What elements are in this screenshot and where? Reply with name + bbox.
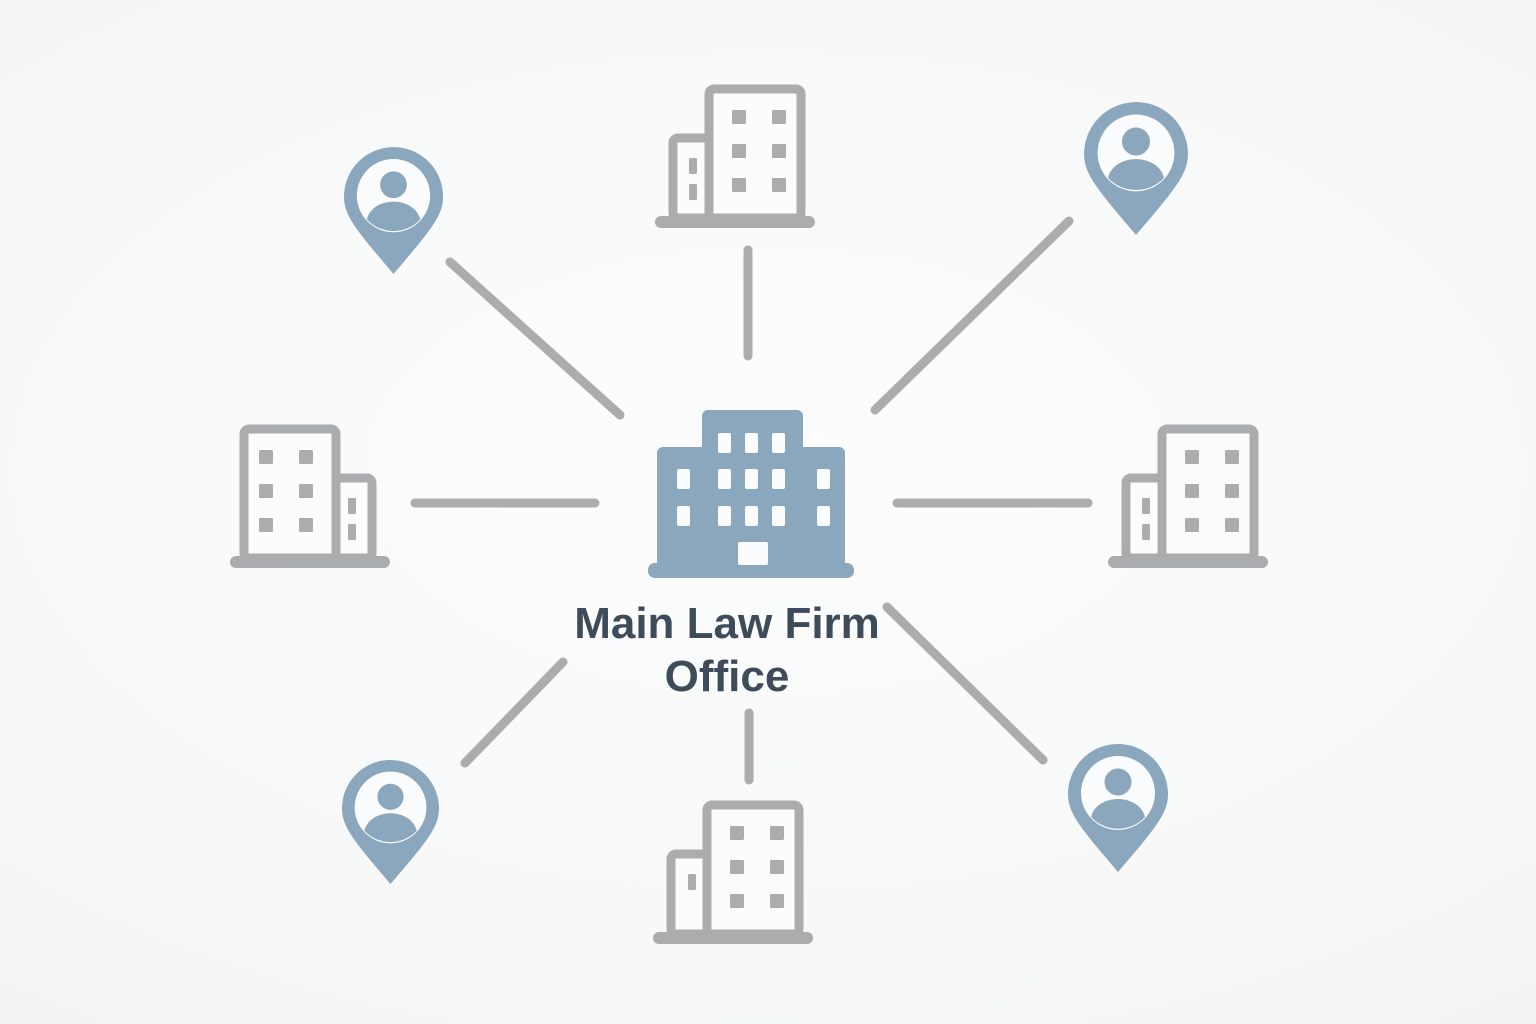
connector-top-right xyxy=(870,216,1074,415)
node-main-law-firm-office xyxy=(648,410,854,578)
node-branch-building-top xyxy=(652,82,818,232)
person-location-pin-icon xyxy=(1066,742,1170,874)
person-location-pin-icon xyxy=(342,145,445,276)
branch-building-icon xyxy=(650,798,816,948)
main-office-building-icon xyxy=(648,410,854,578)
center-label: Main Law Firm Office xyxy=(497,597,957,703)
connector-top-left xyxy=(445,257,625,420)
center-label-line2: Office xyxy=(664,652,790,701)
branch-building-icon xyxy=(652,82,818,232)
node-branch-building-left xyxy=(227,422,393,572)
node-person-pin-bottom-right xyxy=(1066,742,1170,874)
branch-building-icon xyxy=(1105,422,1271,572)
node-branch-building-right xyxy=(1105,422,1271,572)
person-location-pin-icon xyxy=(340,758,441,886)
person-location-pin-icon xyxy=(1082,100,1190,237)
branch-building-icon xyxy=(227,422,393,572)
node-person-pin-top-left xyxy=(342,145,445,276)
connector-bottom-right xyxy=(882,602,1048,765)
node-branch-building-bottom xyxy=(650,798,816,948)
connector-bottom-left xyxy=(460,657,568,768)
node-person-pin-bottom-left xyxy=(340,758,441,886)
node-person-pin-top-right xyxy=(1082,100,1190,237)
center-label-line1: Main Law Firm xyxy=(574,599,880,648)
